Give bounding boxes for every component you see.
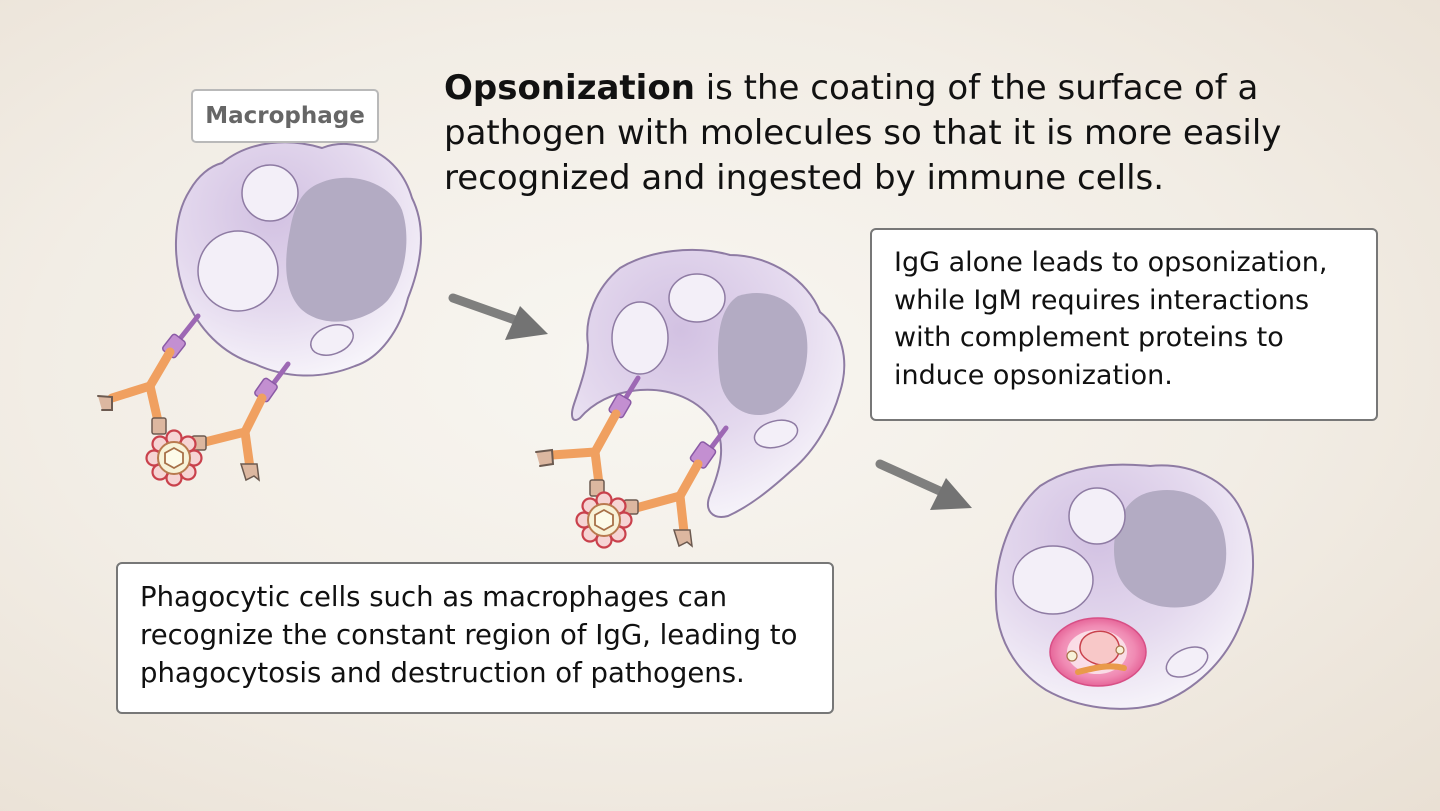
macrophage-cell-icon bbox=[174, 141, 422, 377]
process-arrow-icon bbox=[875, 459, 972, 510]
heading-text: is the coating of the surface of a patho… bbox=[444, 68, 1282, 198]
page-heading: Opsonization is the coating of the surfa… bbox=[444, 66, 1344, 201]
callout-igg-igm: IgG alone leads to opsonization, while I… bbox=[870, 228, 1378, 421]
antibody-icon bbox=[623, 425, 729, 548]
macrophage-label: Macrophage bbox=[191, 89, 379, 143]
pathogen-icon bbox=[145, 429, 203, 487]
callout-phagocytosis-text: Phagocytic cells such as macrophages can… bbox=[140, 581, 798, 689]
process-arrow-icon bbox=[448, 293, 548, 340]
callout-phagocytosis: Phagocytic cells such as macrophages can… bbox=[116, 562, 834, 714]
heading-term: Opsonization bbox=[444, 68, 695, 108]
antibody-icon bbox=[535, 375, 641, 497]
antibody-icon bbox=[97, 313, 201, 435]
phagosome-icon bbox=[1049, 617, 1147, 687]
macrophage-cell-icon bbox=[571, 248, 846, 518]
antibody-icon bbox=[191, 361, 291, 482]
callout-igg-igm-text: IgG alone leads to opsonization, while I… bbox=[894, 247, 1328, 391]
pathogen-icon bbox=[575, 491, 633, 549]
